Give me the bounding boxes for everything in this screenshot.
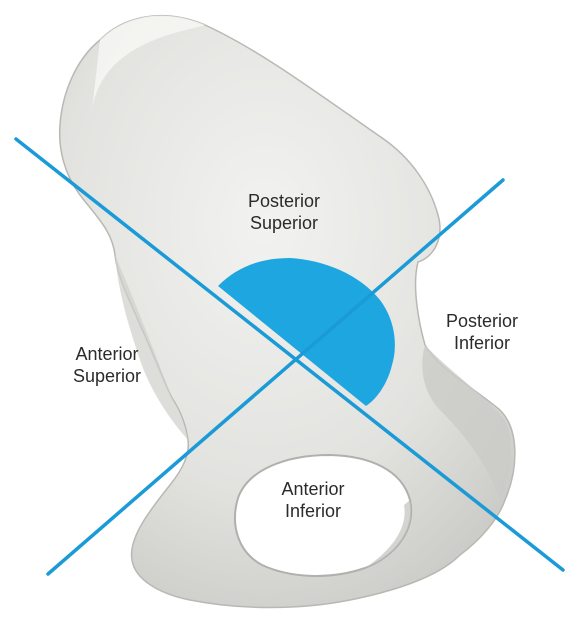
label-posterior-inferior-line2: Inferior	[446, 332, 518, 354]
label-posterior-inferior: Posterior Inferior	[446, 310, 518, 354]
label-anterior-superior-line2: Superior	[73, 365, 141, 387]
label-anterior-superior-line1: Anterior	[73, 343, 141, 365]
label-posterior-inferior-line1: Posterior	[446, 310, 518, 332]
label-posterior-superior-line2: Superior	[248, 212, 320, 234]
label-anterior-inferior-line1: Anterior	[281, 478, 344, 500]
label-posterior-superior: Posterior Superior	[248, 190, 320, 234]
label-anterior-inferior: Anterior Inferior	[281, 478, 344, 522]
label-posterior-superior-line1: Posterior	[248, 190, 320, 212]
label-anterior-superior: Anterior Superior	[73, 343, 141, 387]
label-anterior-inferior-line2: Inferior	[281, 500, 344, 522]
